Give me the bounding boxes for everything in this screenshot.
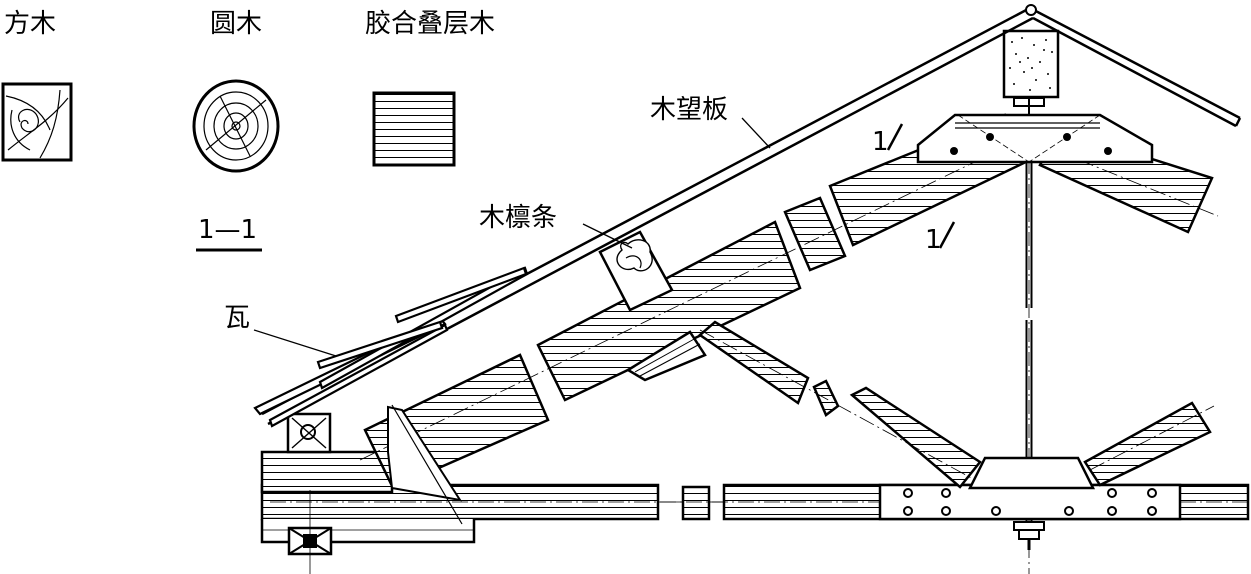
square-timber-symbol (1, 82, 73, 162)
label-roof-board: 木望板 (650, 95, 771, 149)
bottom-center-connector (967, 456, 1096, 490)
label-tile: 瓦 (224, 303, 337, 357)
wood-purlin (598, 230, 674, 312)
tiles (253, 266, 529, 428)
svg-text:1: 1 (872, 127, 889, 157)
section-label: 1—1 (198, 215, 257, 245)
ridge-purlin (1002, 29, 1060, 99)
legend-square-timber-label: 方木 (4, 9, 56, 39)
round-timber-symbol (192, 79, 280, 173)
purlin-label: 木檩条 (479, 203, 557, 233)
tile-label: 瓦 (224, 303, 250, 333)
label-purlin: 木檩条 (479, 203, 633, 249)
section-mark-upper: 1 (872, 123, 904, 157)
roof-truss: 1 1 木望板 木檩条 瓦 (224, 4, 1251, 574)
ridge-gusset (916, 80, 1154, 164)
roof-board-label: 木望板 (650, 95, 728, 125)
legend: 方木 圆木 胶合叠层木 1—1 (1, 9, 495, 252)
glulam-symbol (372, 91, 456, 167)
diagonal-strut (625, 320, 982, 489)
eave-bracket (286, 412, 332, 454)
rafter-foot-wedge (387, 405, 463, 502)
legend-round-timber-label: 圆木 (210, 9, 262, 39)
right-diagonal-strut (1083, 401, 1215, 487)
legend-glulam-label: 胶合叠层木 (365, 9, 495, 39)
left-support (287, 490, 333, 574)
svg-text:1: 1 (925, 225, 942, 255)
section-mark-lower: 1 (925, 221, 956, 255)
